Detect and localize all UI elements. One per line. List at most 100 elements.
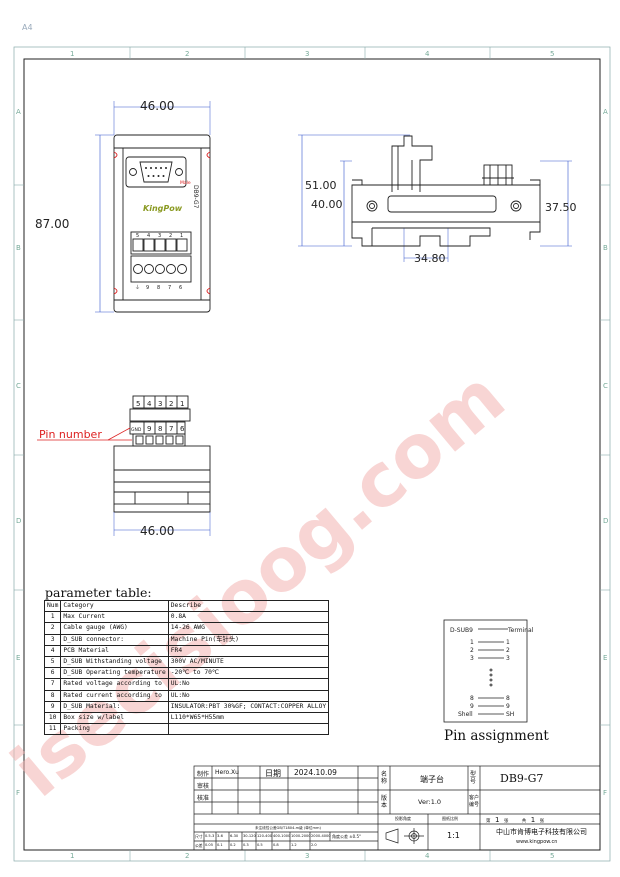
pin-assignment-box — [443, 619, 528, 723]
dim-side-height-51: 51.00 — [305, 179, 337, 192]
front-view — [95, 101, 211, 313]
approve-label: 核准 — [197, 795, 210, 802]
tolerance-value: 2.0 — [311, 843, 317, 847]
row-marker: E — [603, 654, 607, 662]
row-marker: C — [16, 382, 21, 390]
row-marker: D — [16, 517, 21, 525]
row-describe: UL:No — [167, 689, 330, 702]
scale-label: 图纸比例 — [442, 816, 458, 821]
col-marker: 5 — [550, 50, 554, 58]
tolerance-value: 0.8 — [273, 843, 279, 847]
pin-number-view — [37, 395, 211, 536]
col-marker: 1 — [70, 50, 74, 58]
row-marker: A — [603, 108, 608, 116]
tolerance-range: 6-30 — [230, 834, 239, 838]
header-num: Num — [43, 599, 62, 613]
column-markers-bottom: 1 2 3 4 5 — [70, 852, 554, 860]
tolerance-range: 30-120 — [243, 834, 256, 838]
date-value: 2024.10.09 — [294, 768, 337, 777]
drawing-text: ⏚ — [135, 284, 140, 291]
drawing-text: 3 — [158, 400, 162, 408]
parameter-table-title: parameter table: — [45, 585, 152, 600]
drawing-text: 2 — [169, 400, 173, 408]
tolerance-range: 3-6 — [217, 834, 223, 838]
row-category: D_SUB Withstanding voltage — [60, 655, 169, 669]
tol-row1-label: 尺寸 — [195, 834, 203, 839]
row-num: 6 — [43, 667, 62, 680]
row-describe: 0.8A — [167, 611, 330, 624]
row-num: 7 — [43, 678, 62, 691]
angle-label: 投影角度 — [395, 816, 411, 821]
company-name: 中山市肯博电子科技有限公司 — [496, 828, 587, 836]
sheet-label: 第 1 张 共 1 张 — [486, 816, 544, 824]
row-describe: 300V AC/MINUTE — [167, 655, 330, 669]
tolerance-range: 400-1000 — [273, 834, 291, 838]
drawing-text: 8 — [506, 695, 510, 702]
drawing-text: 1 — [180, 400, 184, 408]
tolerance-range: 2000-4000 — [311, 834, 331, 838]
customer-label: 客户编号 — [469, 795, 480, 808]
tolerance-value: 0.5 — [257, 843, 263, 847]
drawing-text: 7 — [168, 285, 171, 291]
col-marker: 4 — [425, 852, 430, 860]
drawing-text: 3 — [470, 655, 474, 662]
pin-number-label: Pin number — [39, 428, 102, 441]
tolerance-angle: 角度公差 ±0.5° — [332, 834, 361, 839]
sheet-prefix: 第 — [486, 819, 491, 824]
row-num: 8 — [43, 689, 62, 702]
drawing-text: 8 — [157, 285, 160, 291]
row-marker: F — [603, 789, 607, 797]
col-marker: 4 — [425, 50, 430, 58]
made-label: 制作 — [197, 771, 210, 778]
part-number: DB9-G7 — [500, 772, 544, 785]
row-num: 4 — [43, 644, 62, 657]
drawing-text: 8 — [470, 695, 474, 702]
row-marker: A — [16, 108, 21, 116]
row-category: Cable gauge (AWG) — [60, 622, 169, 635]
row-describe: -20℃ to 70℃ — [167, 667, 330, 680]
tolerance-value: 1.2 — [291, 843, 297, 847]
drawing-text: 1 — [180, 233, 183, 239]
drawing-text: 5 — [136, 400, 140, 408]
drawing-text: 5 — [136, 233, 139, 239]
connector-label: Male — [180, 180, 191, 186]
drawing-text: 2 — [470, 647, 474, 654]
row-marker: B — [603, 244, 608, 252]
drawing-text: 6 — [179, 285, 182, 291]
side-view — [298, 134, 572, 262]
dim-front-width: 46.00 — [140, 99, 174, 113]
drawing-text: Terminal — [507, 627, 534, 634]
tolerance-value: 0.1 — [217, 843, 223, 847]
row-marker: E — [16, 654, 20, 662]
row-describe — [167, 723, 330, 736]
row-describe: Machine Pin(车针头) — [167, 633, 330, 646]
row-category: Rated voltage according to — [60, 678, 169, 691]
drawing-text: 4 — [147, 400, 152, 408]
review-label: 审核 — [197, 783, 210, 790]
drawing-text: 2 — [506, 647, 510, 654]
row-num: 1 — [43, 611, 62, 624]
row-describe: L110*W65*H55mm — [167, 711, 330, 725]
brand-logo: KingPow — [143, 204, 183, 213]
pin-assignment-title: Pin assignment — [444, 728, 549, 744]
dim-front-height: 87.00 — [35, 217, 69, 231]
drawing-text: 7 — [169, 425, 173, 433]
total-number: 1 — [530, 816, 536, 824]
sheet-number: 1 — [494, 816, 500, 824]
drawing-text: GND — [131, 427, 142, 433]
row-marker: B — [16, 244, 21, 252]
watermark: isecisioog.com — [0, 354, 521, 814]
drawing-text: D-SUB9 — [450, 627, 473, 634]
